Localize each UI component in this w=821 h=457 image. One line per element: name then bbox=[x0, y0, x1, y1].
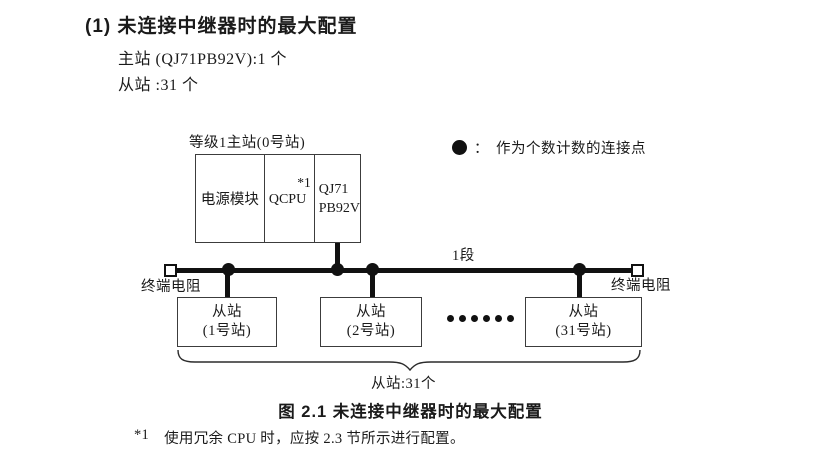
pb92v-cell: QJ71 PB92V bbox=[313, 155, 360, 242]
slave-station-number: (2号站) bbox=[346, 323, 396, 339]
cpu-label: QCPU bbox=[268, 192, 307, 207]
bus-line bbox=[177, 268, 637, 273]
cpu-footnote-marker: *1 bbox=[297, 175, 311, 190]
legend-colon: ： bbox=[474, 141, 489, 157]
slave-station-number: (31号站) bbox=[555, 323, 612, 339]
slave-label: 从站 bbox=[212, 304, 242, 320]
master-count-line: 主站 (QJ71PB92V):1 个 bbox=[118, 51, 288, 68]
figure-caption: 图 2.1 未连接中继器时的最大配置 bbox=[278, 403, 543, 421]
pb92v-label-line2: PB92V bbox=[318, 200, 360, 216]
slave-station-box-31: 从站 (31号站) bbox=[525, 297, 642, 347]
slave-total-label: 从站:31个 bbox=[371, 376, 437, 392]
connection-point-dot bbox=[573, 263, 586, 276]
connection-point-dot bbox=[222, 263, 235, 276]
legend: ： 作为个数计数的连接点 bbox=[452, 137, 646, 158]
ellipsis-dots-icon bbox=[447, 315, 514, 322]
slave-count-line: 从站 :31 个 bbox=[118, 77, 199, 94]
slave2-drop-line bbox=[370, 272, 375, 298]
slave31-drop-line bbox=[577, 272, 582, 298]
power-module-label: 电源模块 bbox=[200, 192, 259, 208]
terminator-square-right bbox=[631, 264, 644, 277]
terminator-label-right: 终端电阻 bbox=[611, 278, 671, 294]
section-number: (1) bbox=[85, 16, 112, 37]
master-station-box: 电源模块 *1 QCPU QJ71 PB92V bbox=[195, 154, 361, 243]
slave-range-brace bbox=[177, 349, 641, 372]
footnote-text: 使用冗余 CPU 时，应按 2.3 节所示进行配置。 bbox=[164, 431, 465, 447]
section-title: 未连接中继器时的最大配置 bbox=[117, 16, 358, 37]
terminator-label-left: 终端电阻 bbox=[141, 279, 201, 295]
pb92v-label-line1: QJ71 bbox=[318, 181, 349, 197]
cpu-cell: *1 QCPU bbox=[263, 155, 314, 242]
slave-station-box-1: 从站 (1号站) bbox=[177, 297, 277, 347]
slave-station-box-2: 从站 (2号站) bbox=[320, 297, 422, 347]
footnote-marker: *1 bbox=[134, 427, 150, 443]
connection-point-dot bbox=[366, 263, 379, 276]
terminator-square-left bbox=[164, 264, 177, 277]
slave-label: 从站 bbox=[356, 304, 386, 320]
slave-station-number: (1号站) bbox=[202, 323, 252, 339]
master-drop-line bbox=[335, 243, 340, 269]
footnote: *1 使用冗余 CPU 时，应按 2.3 节所示进行配置。 bbox=[134, 427, 465, 448]
segment-label: 1段 bbox=[452, 248, 475, 264]
slave1-drop-line bbox=[225, 272, 230, 298]
connection-point-dot-icon bbox=[452, 140, 467, 155]
master-station-label: 等级1主站(0号站) bbox=[189, 135, 306, 151]
power-module-cell: 电源模块 bbox=[196, 155, 264, 242]
slave-label: 从站 bbox=[568, 304, 599, 320]
legend-text: 作为个数计数的连接点 bbox=[496, 141, 646, 157]
connection-point-dot bbox=[331, 263, 344, 276]
section-heading: (1) 未连接中继器时的最大配置 bbox=[85, 11, 358, 38]
